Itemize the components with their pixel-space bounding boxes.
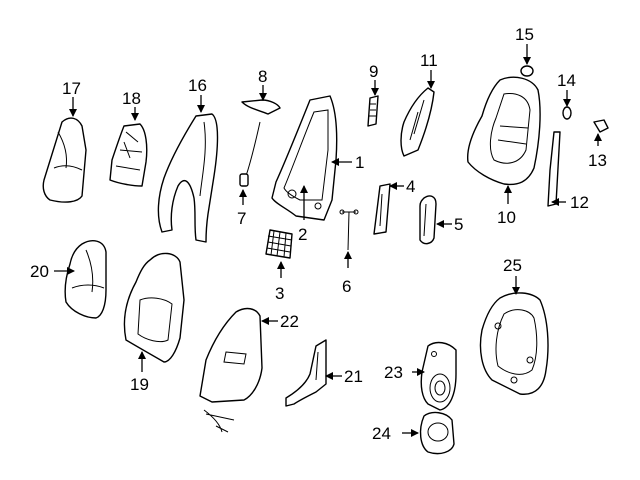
callout-8: 8 xyxy=(258,67,267,86)
part-3-lumbar-grid[interactable] xyxy=(265,229,293,259)
callout-6: 6 xyxy=(342,277,351,296)
callout-1: 1 xyxy=(355,153,364,172)
callout-20: 20 xyxy=(30,262,49,281)
part-1-back-frame[interactable] xyxy=(271,95,338,221)
callout-23: 23 xyxy=(384,363,403,382)
part-9-spring[interactable] xyxy=(367,95,379,127)
callout-11: 11 xyxy=(420,51,438,70)
part-5-side-trim[interactable] xyxy=(419,195,437,245)
part-16-bolster-cover[interactable] xyxy=(157,113,219,243)
callout-25: 25 xyxy=(503,256,522,275)
part-12-side-rail[interactable] xyxy=(547,131,561,207)
part-23-recliner-housing[interactable] xyxy=(420,341,457,411)
callout-17: 17 xyxy=(62,79,81,98)
callout-12: 12 xyxy=(570,193,589,212)
part-4-side-bracket[interactable] xyxy=(373,183,391,235)
callout-15: 15 xyxy=(515,25,534,44)
callout-4: 4 xyxy=(406,177,415,196)
part-22-seat-pan[interactable] xyxy=(199,307,263,433)
part-19-cushion[interactable] xyxy=(123,252,185,363)
callout-19: 19 xyxy=(130,375,149,394)
callout-10: 10 xyxy=(497,208,516,227)
part-20-cushion-cover[interactable] xyxy=(64,240,107,319)
part-18-back-panel[interactable] xyxy=(109,123,148,187)
part-7-cable[interactable] xyxy=(239,121,261,187)
part-11-side-panel[interactable] xyxy=(400,87,435,157)
callout-22: 22 xyxy=(280,312,299,331)
callout-9: 9 xyxy=(369,62,378,81)
part-17-seatback-cover[interactable] xyxy=(42,117,87,203)
callout-2: 2 xyxy=(298,225,307,244)
callout-14: 14 xyxy=(557,71,576,90)
callout-21: 21 xyxy=(344,367,363,386)
part-8-bracket[interactable] xyxy=(241,99,281,115)
callout-18: 18 xyxy=(122,89,141,108)
part-13-fastener[interactable] xyxy=(593,119,609,133)
callout-16: 16 xyxy=(188,76,207,95)
part-21-side-shield[interactable] xyxy=(285,339,327,407)
part-25-seat-frame[interactable] xyxy=(479,292,549,395)
part-15-cap[interactable] xyxy=(520,65,534,77)
part-14-clip[interactable] xyxy=(562,106,572,120)
callout-7: 7 xyxy=(237,209,246,228)
part-24-motor[interactable] xyxy=(419,411,455,455)
callout-24: 24 xyxy=(372,424,391,443)
callout-13: 13 xyxy=(588,151,607,170)
part-6-link-rod[interactable] xyxy=(339,209,359,251)
callout-5: 5 xyxy=(454,215,463,234)
part-10-back-shell[interactable] xyxy=(467,76,541,186)
callout-3: 3 xyxy=(275,284,284,303)
